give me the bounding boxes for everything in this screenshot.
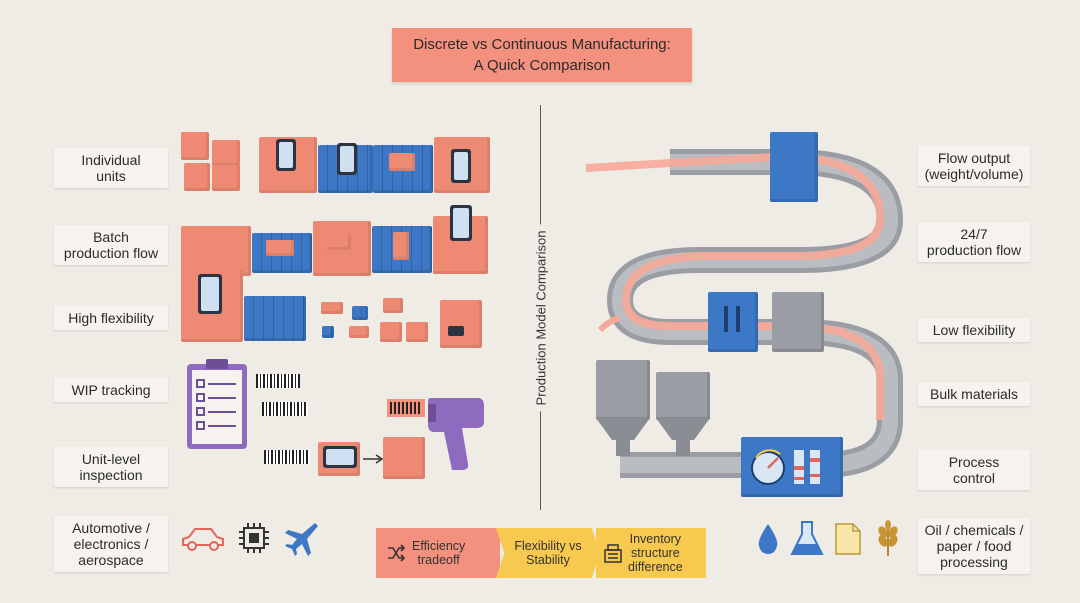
label-wip-tracking: WIP tracking <box>54 378 168 402</box>
small-box <box>406 322 428 342</box>
container-icon <box>604 544 622 563</box>
arrow-right-icon <box>363 454 384 464</box>
batch-box <box>181 226 251 276</box>
unit-cube <box>212 140 240 166</box>
airplane-icon <box>285 523 318 556</box>
title-line-2: A Quick Comparison <box>473 57 611 74</box>
label-patch <box>448 326 464 336</box>
small-unit <box>393 232 409 260</box>
unit-cube <box>212 165 240 191</box>
small-unit <box>266 240 294 256</box>
mixer-box <box>708 292 758 352</box>
label-continuous-industries: Oil / chemicals / paper / food processin… <box>918 518 1030 574</box>
loose-part <box>349 326 369 338</box>
conveyor-segment <box>244 296 306 341</box>
car-icon <box>182 528 224 551</box>
mixer-slot <box>724 306 728 332</box>
title-box: Discrete vs Continuous Manufacturing: A … <box>392 28 692 82</box>
hopper <box>656 372 710 420</box>
barcode-tag <box>387 399 425 417</box>
label-individual-units: Individual units <box>54 148 168 188</box>
label-discrete-industries: Automotive / electronics / aerospace <box>54 516 168 572</box>
center-label: Production Model Comparison <box>533 224 549 412</box>
small-unit <box>327 234 351 250</box>
clipboard-icon <box>187 359 247 449</box>
loose-part <box>352 306 368 320</box>
chip-icon <box>239 523 269 553</box>
barcode-icon <box>264 450 310 464</box>
mixer-slot <box>736 306 740 332</box>
valve-box <box>772 292 824 352</box>
banner-inventory-structure: Inventory structure difference <box>596 528 706 578</box>
phone-icon <box>276 139 296 171</box>
shuffle-icon <box>388 544 406 562</box>
small-box <box>380 322 402 342</box>
title-line-1: Discrete vs Continuous Manufacturing: <box>413 36 671 53</box>
label-low-flexibility: Low flexibility <box>918 318 1030 342</box>
continuous-pipeline <box>585 149 903 478</box>
loose-part <box>322 326 334 338</box>
gauge-icon <box>751 449 820 485</box>
flask-icon <box>790 521 824 555</box>
label-batch-production: Batch production flow <box>54 225 168 265</box>
open-box <box>440 300 482 348</box>
wheat-icon <box>878 520 898 556</box>
loose-part <box>321 302 343 314</box>
hopper <box>596 360 650 420</box>
label-high-flexibility: High flexibility <box>54 306 168 330</box>
scanner-icon <box>428 398 484 470</box>
banner-efficiency-tradeoff: Efficiency tradeoff <box>376 528 500 578</box>
inspected-box <box>383 437 425 479</box>
label-bulk-materials: Bulk materials <box>918 382 1030 406</box>
unit-cube <box>184 163 210 191</box>
phone-icon <box>451 149 471 183</box>
label-process-control: Process control <box>918 450 1030 490</box>
flow-meter-box <box>770 132 818 202</box>
phone-icon <box>337 143 357 175</box>
small-unit <box>389 153 415 171</box>
phone-icon <box>198 274 222 314</box>
barcode-icon <box>262 402 308 416</box>
label-unit-level-inspection: Unit-level inspection <box>54 447 168 487</box>
paper-icon <box>835 523 861 555</box>
loose-part <box>383 298 403 313</box>
phone-icon <box>450 205 472 241</box>
droplet-icon <box>758 524 778 554</box>
barcode-icon <box>256 374 300 388</box>
phone-icon <box>323 446 357 468</box>
banner-flexibility-stability: Flexibility vs Stability <box>496 528 600 578</box>
label-flow-output: Flow output (weight/volume) <box>918 146 1030 186</box>
hopper-funnels <box>596 418 710 456</box>
unit-cube <box>181 132 209 160</box>
label-24-7-production: 24/7 production flow <box>918 222 1030 262</box>
